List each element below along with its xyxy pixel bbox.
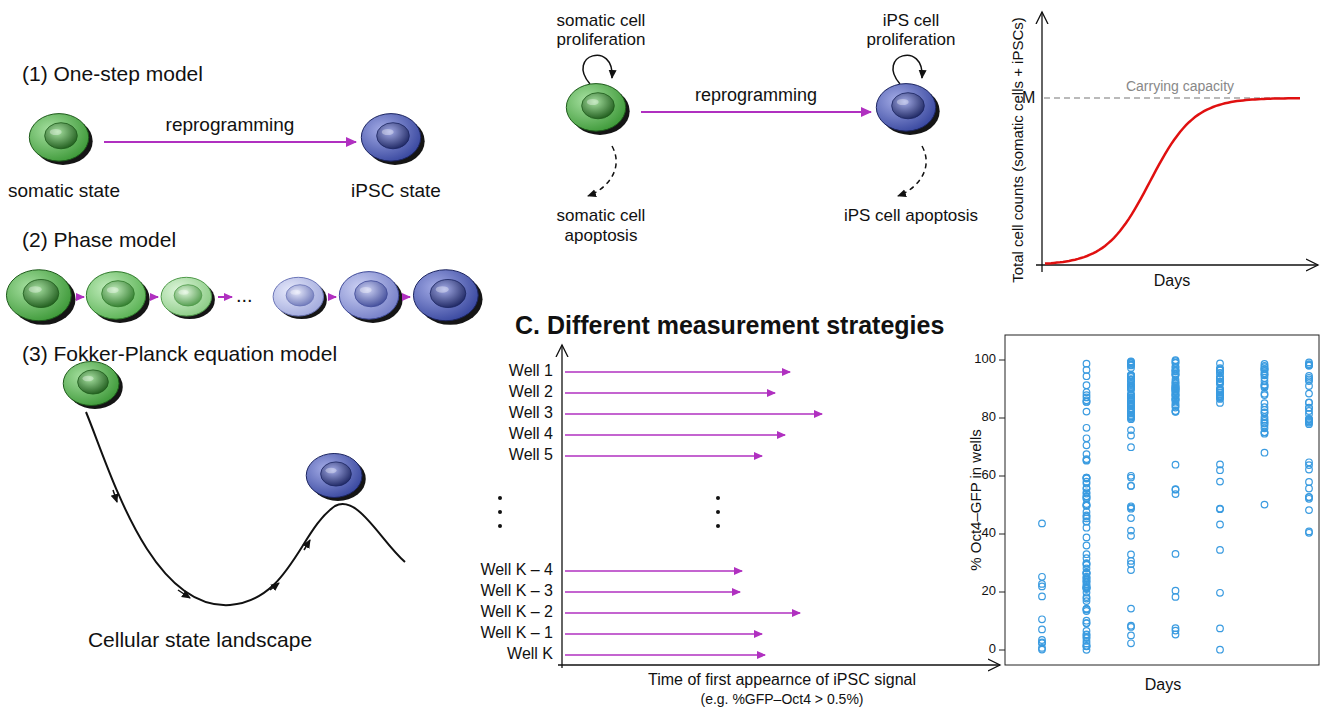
text-label: (3) Fokker-Planck equation model — [22, 342, 337, 366]
text-label: Well K — [507, 645, 553, 663]
text-label: Carrying capacity — [1126, 78, 1234, 94]
cell-node: iPSC state — [360, 112, 432, 172]
text-label: Well K – 1 — [480, 624, 553, 642]
cell-node: somatic cell proliferationsomatic cell a… — [565, 82, 637, 142]
text-label: 80 — [982, 410, 996, 425]
reprogramming-arrow — [104, 141, 356, 143]
cell-figure — [361, 114, 424, 165]
text-label: 100 — [974, 352, 996, 367]
cell-figure — [306, 454, 366, 502]
cell-figure — [566, 84, 629, 135]
text-label: 40 — [982, 526, 996, 541]
axis-label: Total cell counts (somatic cells + iPSCs… — [1009, 17, 1026, 283]
text-label: 0 — [989, 642, 996, 657]
text-label: ... — [236, 284, 253, 307]
text-label: Days — [1154, 272, 1190, 290]
cell-shape — [360, 112, 432, 172]
text-label: Well K – 3 — [480, 582, 553, 600]
cell-shape — [28, 112, 100, 172]
text-label: Well 1 — [509, 362, 553, 380]
text-label: Well 3 — [509, 404, 553, 422]
text-label: Well K – 4 — [480, 561, 553, 579]
cell-figure — [876, 84, 939, 135]
cell-figure — [6, 270, 75, 325]
cell-node: somatic state — [28, 112, 100, 172]
cell-node: iPS cell proliferationiPS cell apoptosis — [875, 82, 947, 142]
text-label: Well 2 — [509, 383, 553, 401]
reprogramming-arrow — [641, 111, 871, 113]
edge-label: reprogramming — [164, 114, 297, 136]
cell-figure — [29, 114, 92, 165]
cell-caption: iPS cell apoptosis — [836, 206, 986, 226]
axis-label: % Oct4–GFP in wells — [967, 429, 984, 570]
cell-figure — [161, 277, 215, 319]
cell-caption: somatic cell proliferation — [526, 11, 676, 50]
text-label: Time of first appearnce of iPSC signal — [648, 671, 916, 689]
cell-figure — [413, 270, 482, 325]
text-label: Well 4 — [509, 425, 553, 443]
cell-shape — [875, 82, 947, 142]
cell-figure — [63, 362, 123, 410]
cell-caption: somatic cell apoptosis — [526, 206, 676, 245]
edge-label: reprogramming — [693, 85, 819, 106]
cell-caption: iPS cell proliferation — [836, 11, 986, 50]
text-label: Well K – 2 — [480, 603, 553, 621]
text-label: Well 5 — [509, 446, 553, 464]
text-label: (2) Phase model — [22, 228, 176, 252]
cell-figure — [339, 272, 402, 323]
cell-figure — [86, 272, 149, 323]
text-label: 20 — [982, 584, 996, 599]
cell-caption: iPSC state — [316, 180, 476, 202]
text-label: (1) One-step model — [22, 62, 203, 86]
cell-caption: somatic state — [0, 180, 144, 202]
text-label: (e.g. %GFP–Oct4 > 0.5%) — [700, 691, 863, 707]
text-label: C. Different measurement strategies — [515, 311, 944, 340]
text-label: 60 — [982, 468, 996, 483]
cell-shape — [565, 82, 637, 142]
text-label: Days — [1145, 676, 1181, 694]
cell-figure — [273, 277, 327, 319]
text-label: Cellular state landscape — [88, 628, 312, 652]
